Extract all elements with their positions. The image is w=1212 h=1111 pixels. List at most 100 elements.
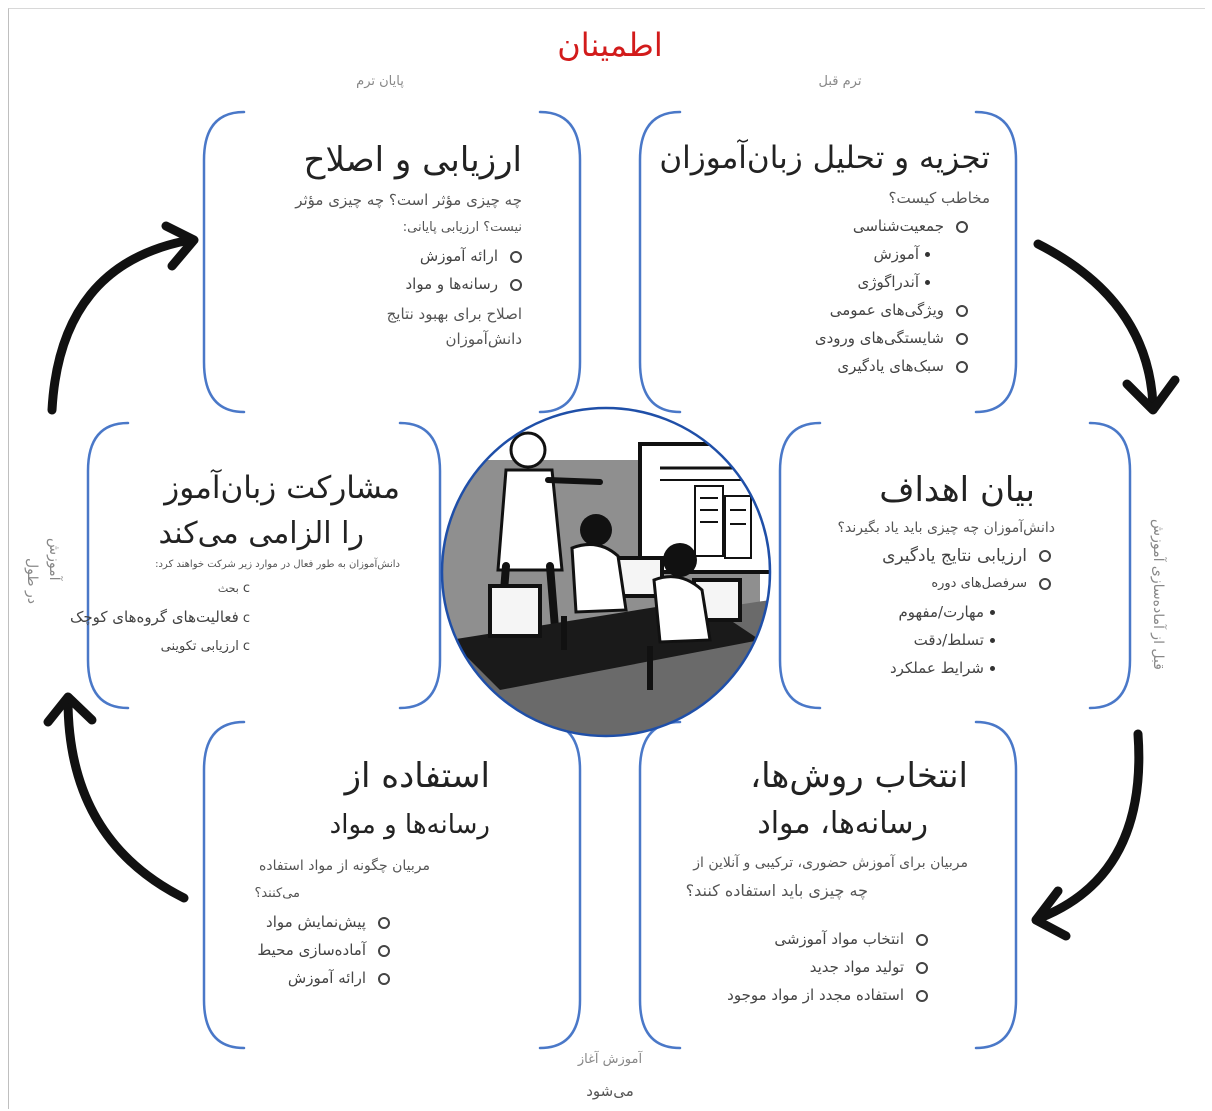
label-teaching-begins-2: می‌شود [586,1082,634,1100]
list-item: cارزیابی تکوینی [90,633,250,661]
box-utilization: استفاده از رسانه‌ها و مواد مربیان چگونه … [230,756,490,992]
c-bullet-icon: c [242,611,250,626]
list-item: شایستگی‌های ورودی [650,324,990,352]
evaluation-title: ارزیابی و اصلاح [303,140,523,180]
label-teaching-begins-1: آموزش آغاز [577,1052,643,1067]
utilization-question-1: مربیان چگونه از مواد استفاده [259,858,430,874]
label-previous-term: ترم قبل [818,74,862,89]
circle-bullet-icon [916,933,928,946]
box-participation: مشارکت زبان‌آموز را الزامی می‌کند دانش‌آ… [70,470,400,661]
analysis-question: مخاطب کیست؟ [888,189,990,207]
c-bullet-icon: c [242,581,250,596]
list-item: تسلط/دقت [790,626,1051,654]
list-item: ارائه آموزش [230,964,390,992]
list-item: ارائه آموزش [212,242,522,270]
dot-bullet-icon [990,666,995,671]
list-item: تولید مواد جدید [648,953,928,981]
circle-bullet-icon [1039,550,1051,562]
box-evaluation: ارزیابی و اصلاح چه چیزی مؤثر است؟ چه چیز… [212,140,522,350]
circle-bullet-icon [916,961,928,974]
arrow-bottom-right-head [1031,886,1071,941]
evaluation-footer-2: دانش‌آموزان [445,330,522,348]
circle-bullet-icon [956,332,968,345]
evaluation-question-2: نیست؟ ارزیابی پایانی: [402,220,522,235]
selection-question-2: چه چیزی باید استفاده کنند؟ [685,881,868,900]
list-item: پیش‌نمایش مواد [230,908,390,936]
label-before-preparation: قبل از آماده‌سازی آموزش [1150,519,1166,670]
arrow-top-right-head [1122,375,1180,415]
list-item: cفعالیت‌های گروه‌های کوچک [70,603,250,633]
selection-title-1: انتخاب روش‌ها، [750,756,968,796]
selection-title-2: رسانه‌ها، مواد [757,806,928,841]
label-left-during: در طول [24,558,40,604]
circle-bullet-icon [510,278,522,291]
circle-bullet-icon [378,944,390,957]
evaluation-list: ارائه آموزش رسانه‌ها و مواد [212,242,522,298]
arrow-top-left [47,235,195,415]
list-item: سرفصل‌های دوره [790,570,1051,598]
arrow-top-left-head [161,221,199,271]
analysis-title: تجزیه و تحلیل زبان‌آموزان [659,140,990,176]
list-item: جمعیت‌شناسی [650,212,990,240]
list-item: رسانه‌ها و مواد [212,270,522,298]
box-selection: انتخاب روش‌ها، رسانه‌ها، مواد مربیان برا… [648,756,968,1009]
list-item: ارزیابی نتایج یادگیری [790,542,1051,570]
page-frame [8,8,1205,1109]
arrow-bottom-left-head [43,692,97,727]
circle-bullet-icon [916,989,928,1002]
list-item: سبک‌های یادگیری [650,352,990,380]
circle-bullet-icon [378,916,390,929]
analysis-list: جمعیت‌شناسی آموزش آندراگوژی ویژگی‌های عم… [650,212,990,380]
c-bullet-icon: c [242,639,250,654]
evaluation-question-1: چه چیزی مؤثر است؟ چه چیزی مؤثر [295,191,522,209]
circle-bullet-icon [510,250,522,263]
selection-list: انتخاب مواد آموزشی تولید مواد جدید استفا… [648,925,968,1009]
arrow-bottom-left [63,695,189,903]
arrow-top-right [1033,239,1158,410]
bracket-evaluation [202,110,582,414]
list-item: انتخاب مواد آموزشی [648,925,928,953]
dot-bullet-icon [990,610,995,615]
dot-bullet-icon [925,280,930,285]
circle-bullet-icon [956,360,968,373]
dot-bullet-icon [990,638,995,643]
utilization-question-2: می‌کنند؟ [254,886,300,901]
label-end-of-term: پایان ترم [356,74,404,89]
list-item: آندراگوژی [650,268,990,296]
list-item: شرایط عملکرد [790,654,1051,682]
bracket-objectives [778,421,1132,710]
circle-bullet-icon [1039,577,1051,590]
selection-question-1: مربیان برای آموزش حضوری، ترکیبی و آنلاین… [693,855,968,871]
bracket-analysis [638,110,1018,414]
list-item: آموزش [650,240,990,268]
circle-bullet-icon [956,220,968,233]
box-objectives: بیان اهداف دانش‌آموزان چه چیزی باید یاد … [790,470,1055,682]
list-item: مهارت/مفهوم [790,598,1051,626]
evaluation-footer-1: اصلاح برای بهبود نتایج [386,305,522,323]
bracket-participation [86,421,442,710]
list-item: آماده‌سازی محیط [230,936,390,964]
objectives-title: بیان اهداف [879,470,1035,510]
participation-title-2: را الزامی می‌کند [158,516,365,551]
participation-list: cبحث cفعالیت‌های گروه‌های کوچک cارزیابی … [70,575,400,661]
circle-bullet-icon [378,972,390,985]
classroom-illustration [442,431,770,736]
circle-bullet-icon [956,304,968,317]
dot-bullet-icon [925,252,930,257]
list-item: استفاده مجدد از مواد موجود [648,981,928,1009]
utilization-list: پیش‌نمایش مواد آماده‌سازی محیط ارائه آمو… [230,908,490,992]
utilization-title-2: رسانه‌ها و مواد [329,810,490,840]
list-item: ویژگی‌های عمومی [650,296,990,324]
page-title: اطمینان [557,26,663,64]
list-item: cبحث [90,575,250,603]
arrow-bottom-right [1035,729,1144,923]
box-analysis: تجزیه و تحلیل زبان‌آموزان مخاطب کیست؟ جم… [650,140,990,380]
objectives-list: ارزیابی نتایج یادگیری سرفصل‌های دوره مها… [790,542,1055,682]
participation-title-1: مشارکت زبان‌آموز [164,470,400,506]
objectives-question: دانش‌آموزان چه چیزی باید یاد بگیرند؟ [837,520,1055,536]
label-left-teaching: آموزش [46,537,62,580]
participation-question: دانش‌آموزان به طور فعال در موارد زیر شرک… [155,559,400,570]
utilization-title-1: استفاده از [344,756,490,796]
center-circle [440,406,772,738]
